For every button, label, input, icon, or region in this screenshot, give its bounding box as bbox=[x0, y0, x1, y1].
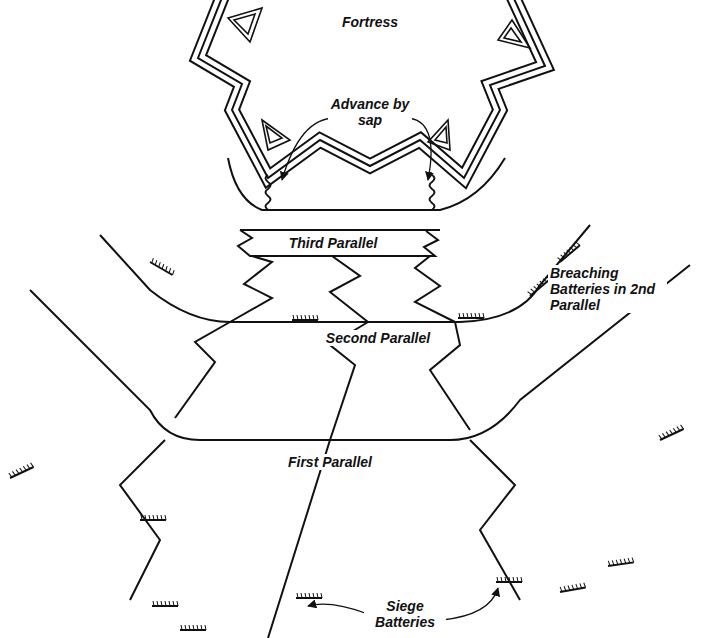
battery-mark bbox=[607, 557, 633, 566]
parallel-label: First Parallel bbox=[286, 454, 374, 470]
parallel-label: Third Parallel bbox=[287, 235, 380, 251]
battery-mark bbox=[559, 583, 585, 592]
sap-label: Advance by sap bbox=[328, 96, 412, 128]
battery-mark bbox=[292, 315, 318, 320]
battery-mark bbox=[658, 424, 684, 440]
battery-mark bbox=[8, 462, 34, 478]
battery-mark bbox=[140, 515, 166, 520]
parallel-label: Second Parallel bbox=[324, 330, 432, 346]
battery-mark bbox=[557, 241, 580, 262]
ravelins bbox=[228, 8, 530, 150]
battery-mark bbox=[496, 577, 522, 582]
fortress-outline bbox=[198, 0, 545, 178]
battery-mark bbox=[527, 275, 550, 296]
sap-trenches bbox=[266, 175, 435, 210]
siege-lines bbox=[30, 158, 690, 638]
fortress-label: Fortress bbox=[340, 14, 400, 30]
battery-label: Breaching Batteries in 2nd Parallel bbox=[548, 265, 667, 313]
leader-arrows bbox=[282, 118, 498, 620]
battery-mark bbox=[150, 258, 175, 275]
battery-mark bbox=[296, 593, 322, 598]
battery-label: Siege Batteries bbox=[364, 598, 446, 630]
battery-marks bbox=[8, 241, 684, 630]
battery-mark bbox=[180, 625, 206, 630]
battery-mark bbox=[458, 313, 484, 318]
battery-mark bbox=[152, 601, 178, 606]
